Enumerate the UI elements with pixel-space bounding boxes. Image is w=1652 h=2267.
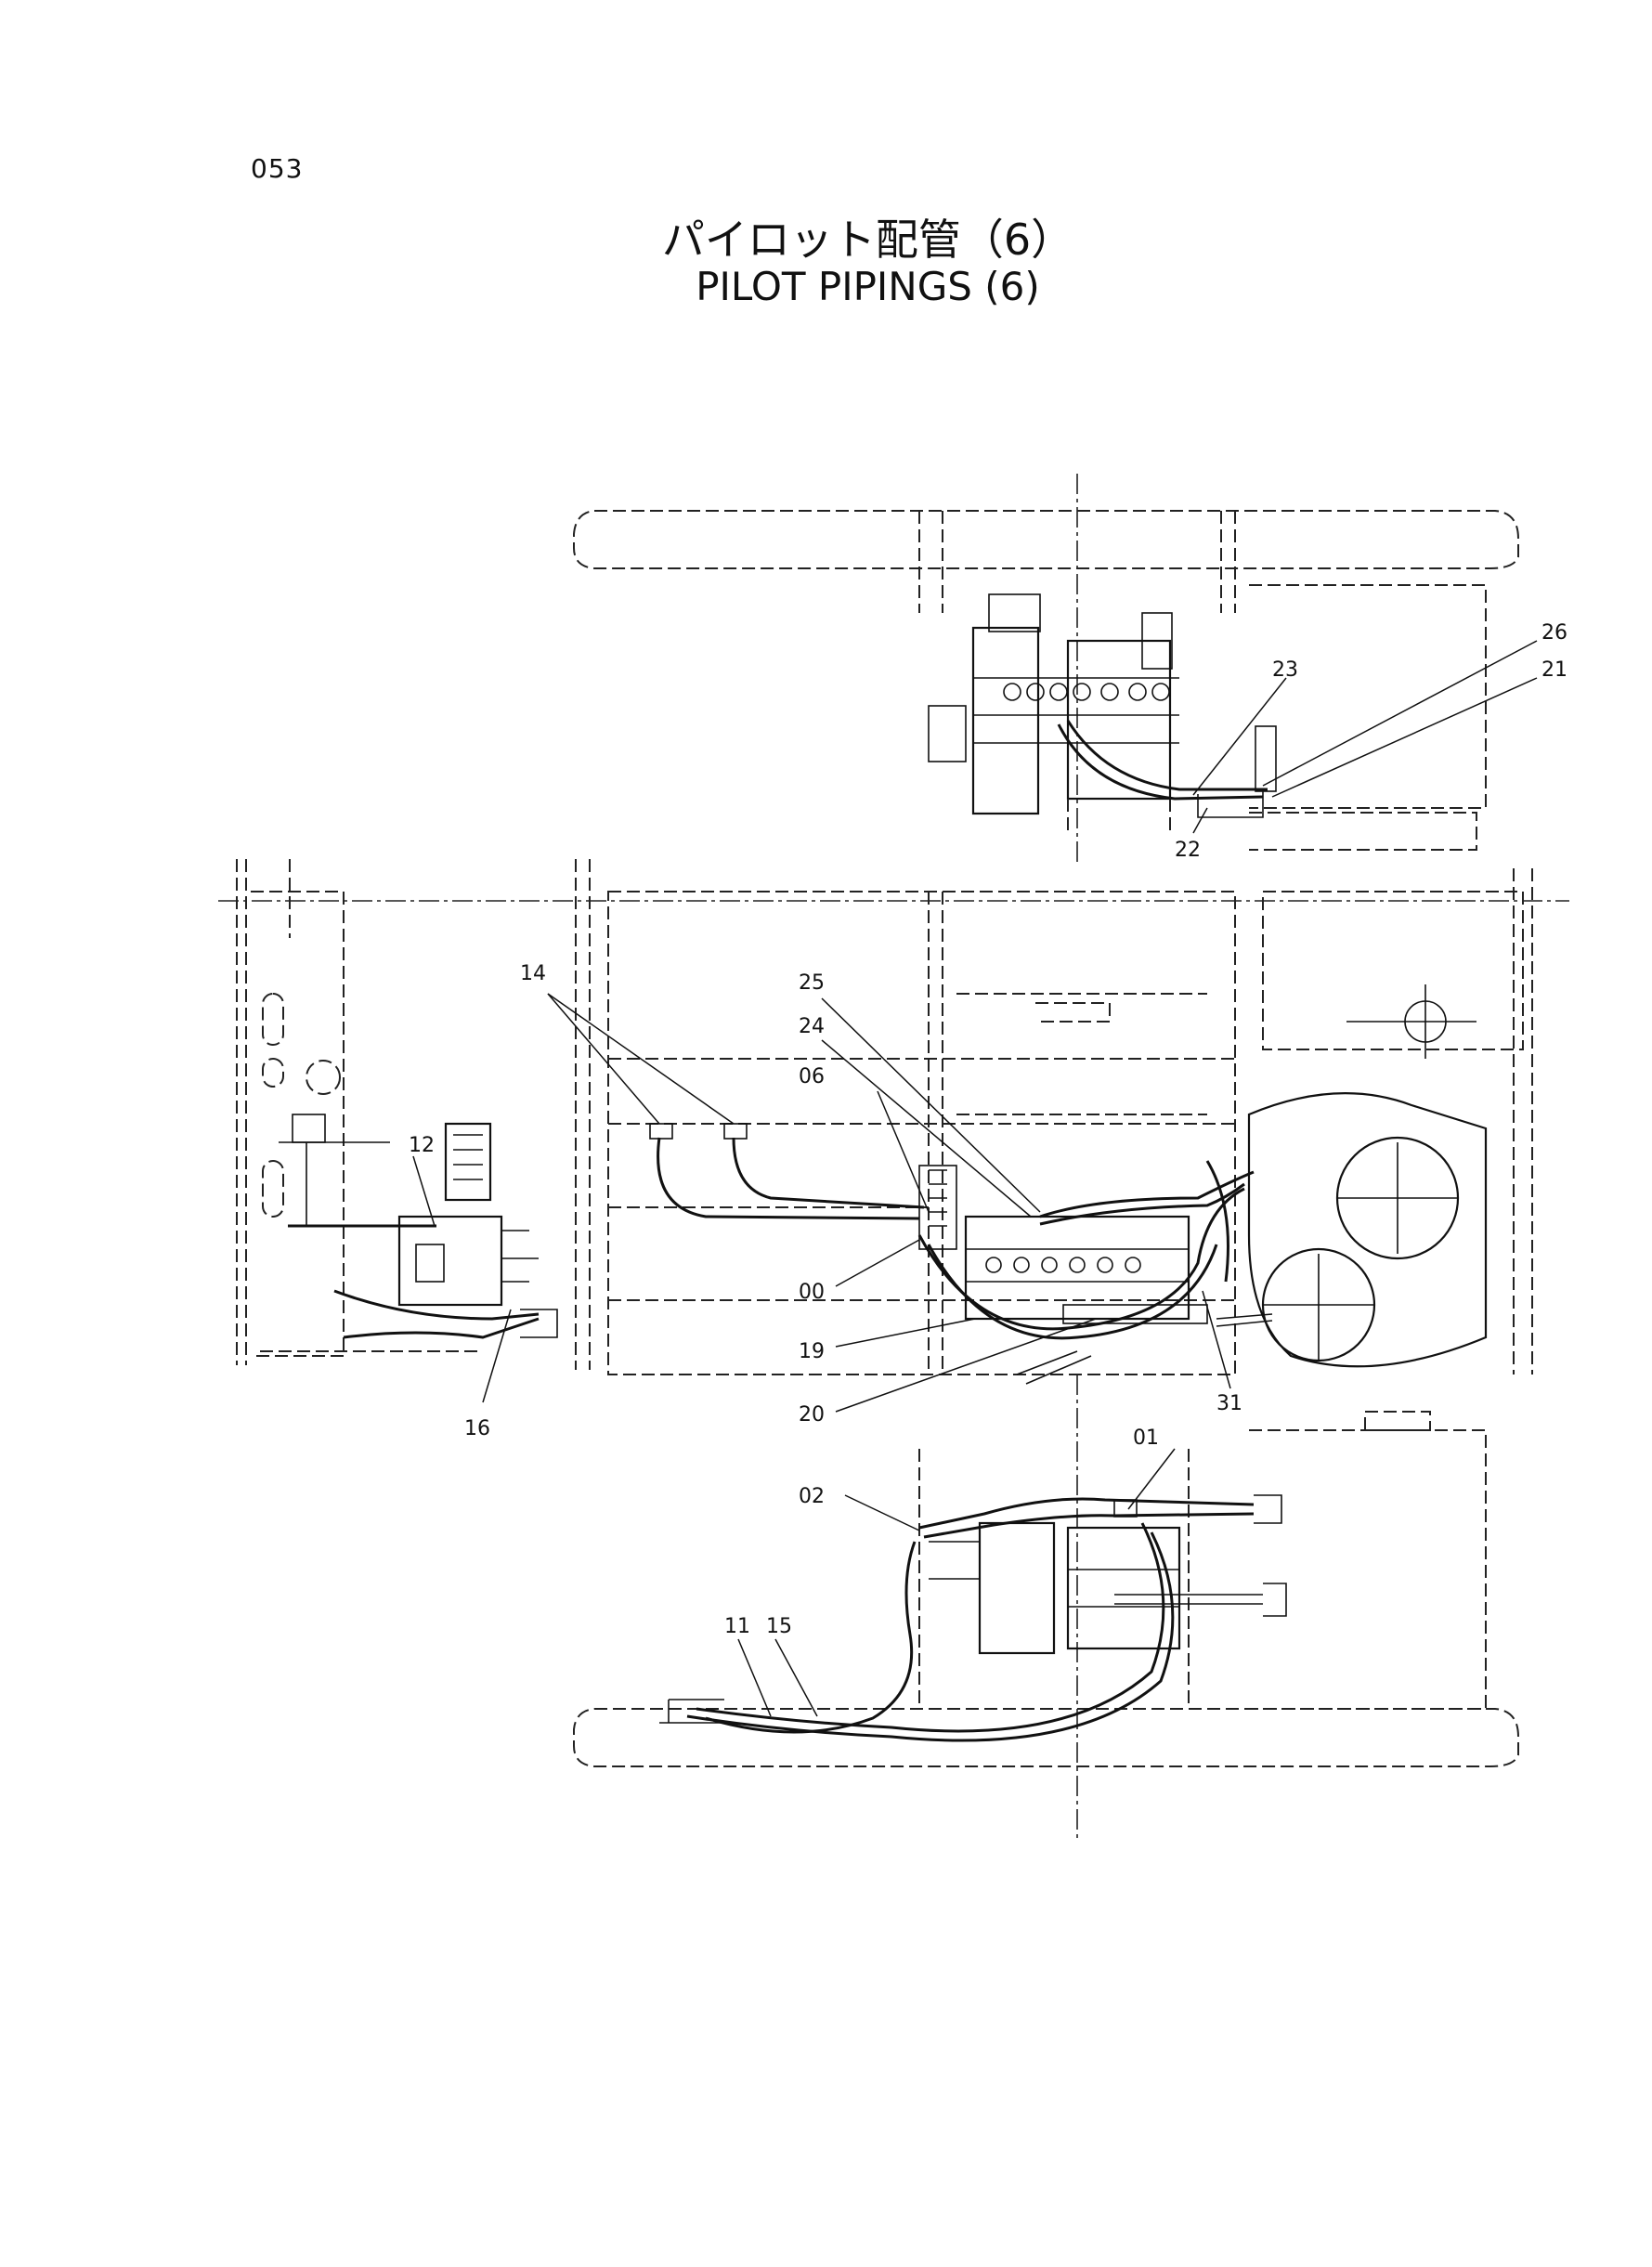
callout-21: 21 (1541, 658, 1567, 682)
leader-lines (412, 640, 1538, 1717)
callout-11: 11 (724, 1615, 750, 1638)
middle-frame-outline (218, 859, 1569, 1375)
page-number: 053 (251, 153, 304, 184)
callout-14: 14 (520, 962, 546, 985)
callout-00: 00 (799, 1281, 825, 1304)
top-control-valve (928, 593, 1179, 836)
swing-motor (1247, 1092, 1488, 1368)
callout-22: 22 (1175, 839, 1201, 862)
middle-pilot-pipes (649, 1123, 1273, 1385)
callout-02: 02 (799, 1485, 825, 1508)
callout-01: 01 (1133, 1427, 1159, 1450)
callout-23: 23 (1272, 658, 1298, 682)
top-pilot-pipes (1057, 720, 1277, 818)
callout-26: 26 (1541, 621, 1567, 645)
bottom-control-valve (929, 1521, 1181, 1655)
callout-24: 24 (799, 1015, 825, 1038)
top-frame-outline (573, 474, 1519, 864)
left-side-view (236, 859, 558, 1365)
bottom-frame-outline (573, 1375, 1519, 1839)
middle-control-valve (918, 1165, 1190, 1321)
title-english: PILOT PIPINGS (6) (696, 264, 1040, 309)
callout-31: 31 (1216, 1392, 1242, 1415)
callout-16: 16 (464, 1417, 490, 1440)
callout-15: 15 (766, 1615, 792, 1638)
title-japanese: パイロット配管（6） (661, 215, 1074, 265)
bottom-pilot-pipes (659, 1494, 1287, 1742)
callout-12: 12 (409, 1134, 435, 1157)
callout-06: 06 (799, 1065, 825, 1088)
callout-25: 25 (799, 971, 825, 995)
callout-20: 20 (799, 1403, 825, 1427)
callout-19: 19 (799, 1340, 825, 1363)
